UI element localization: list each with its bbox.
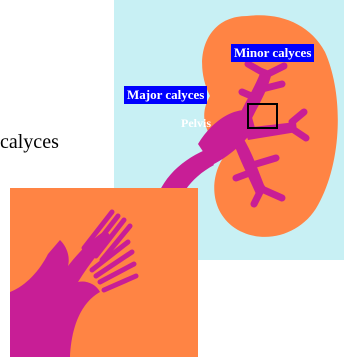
pelvis-label: Pelvis bbox=[181, 117, 211, 129]
major-calyces-label: Major calyces bbox=[124, 86, 207, 104]
page-caption-fragment: calyces bbox=[0, 131, 59, 154]
minor-calyces-label: Minor calyces bbox=[231, 44, 314, 62]
